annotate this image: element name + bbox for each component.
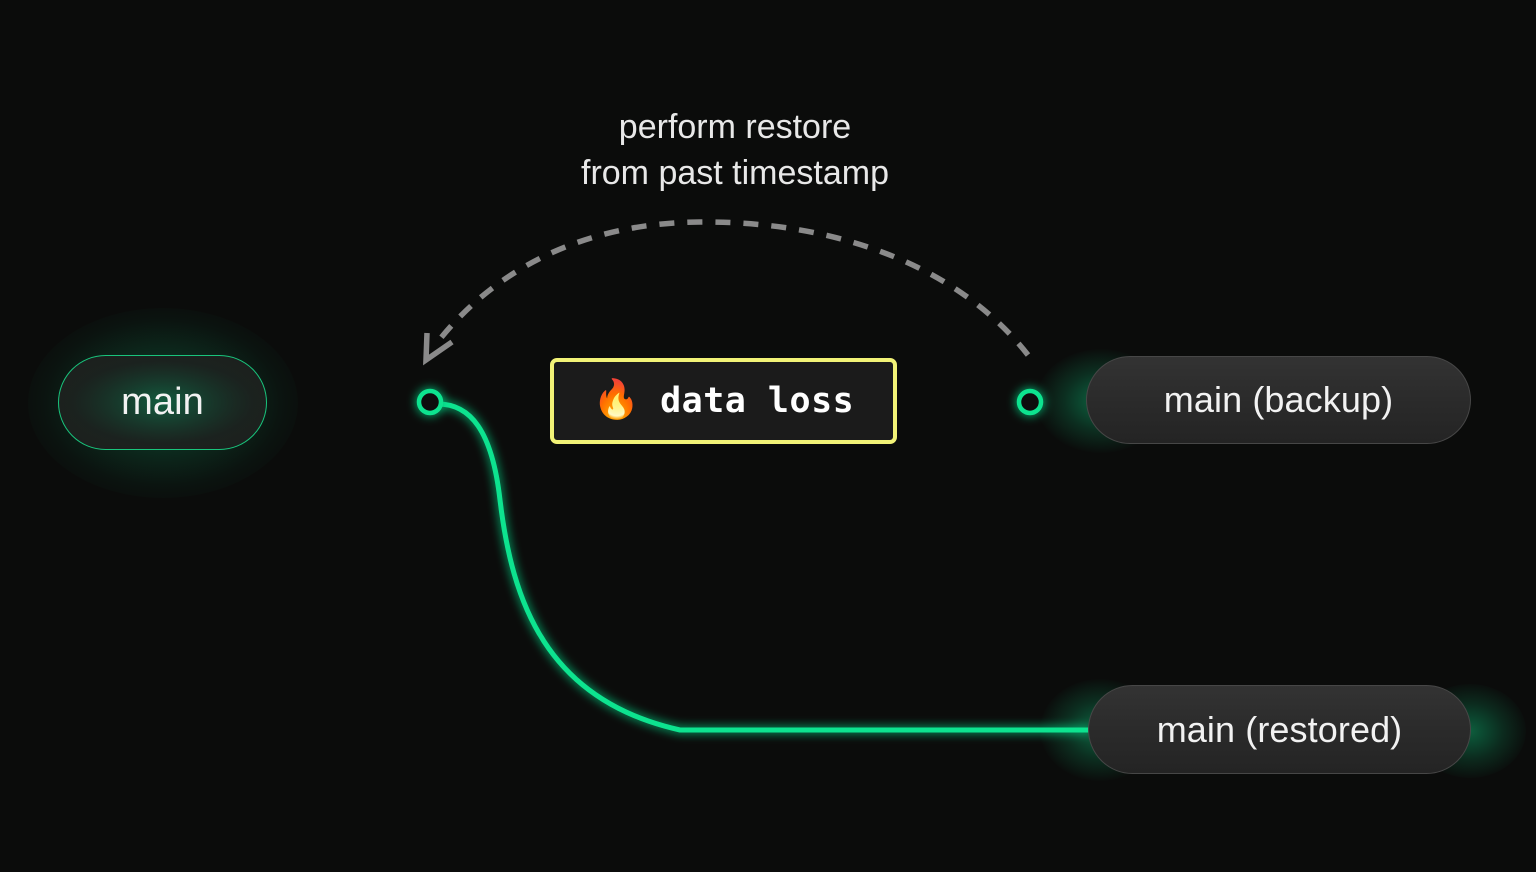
commit-node-backup-point[interactable] bbox=[1016, 388, 1044, 416]
event-data-loss[interactable]: 🔥 data loss bbox=[550, 358, 897, 444]
edge-branch-to-restored bbox=[435, 401, 1091, 733]
restore-arrow-head-icon bbox=[423, 332, 454, 366]
restore-arrow-dashed-path bbox=[433, 219, 1031, 357]
node-main-restored-label: main (restored) bbox=[1156, 708, 1403, 750]
node-main-backup-label: main (backup) bbox=[1163, 379, 1394, 420]
node-main-label: main bbox=[121, 381, 204, 423]
node-main-restored[interactable]: main (restored) bbox=[1088, 685, 1471, 774]
fire-icon: 🔥 bbox=[592, 379, 641, 421]
node-main-backup[interactable]: main (backup) bbox=[1086, 356, 1471, 444]
restore-annotation-label: perform restore from past timestamp bbox=[581, 108, 889, 192]
node-main[interactable]: main bbox=[58, 355, 267, 450]
commit-node-branch-point[interactable] bbox=[416, 388, 444, 416]
event-data-loss-label: data loss bbox=[660, 381, 855, 421]
